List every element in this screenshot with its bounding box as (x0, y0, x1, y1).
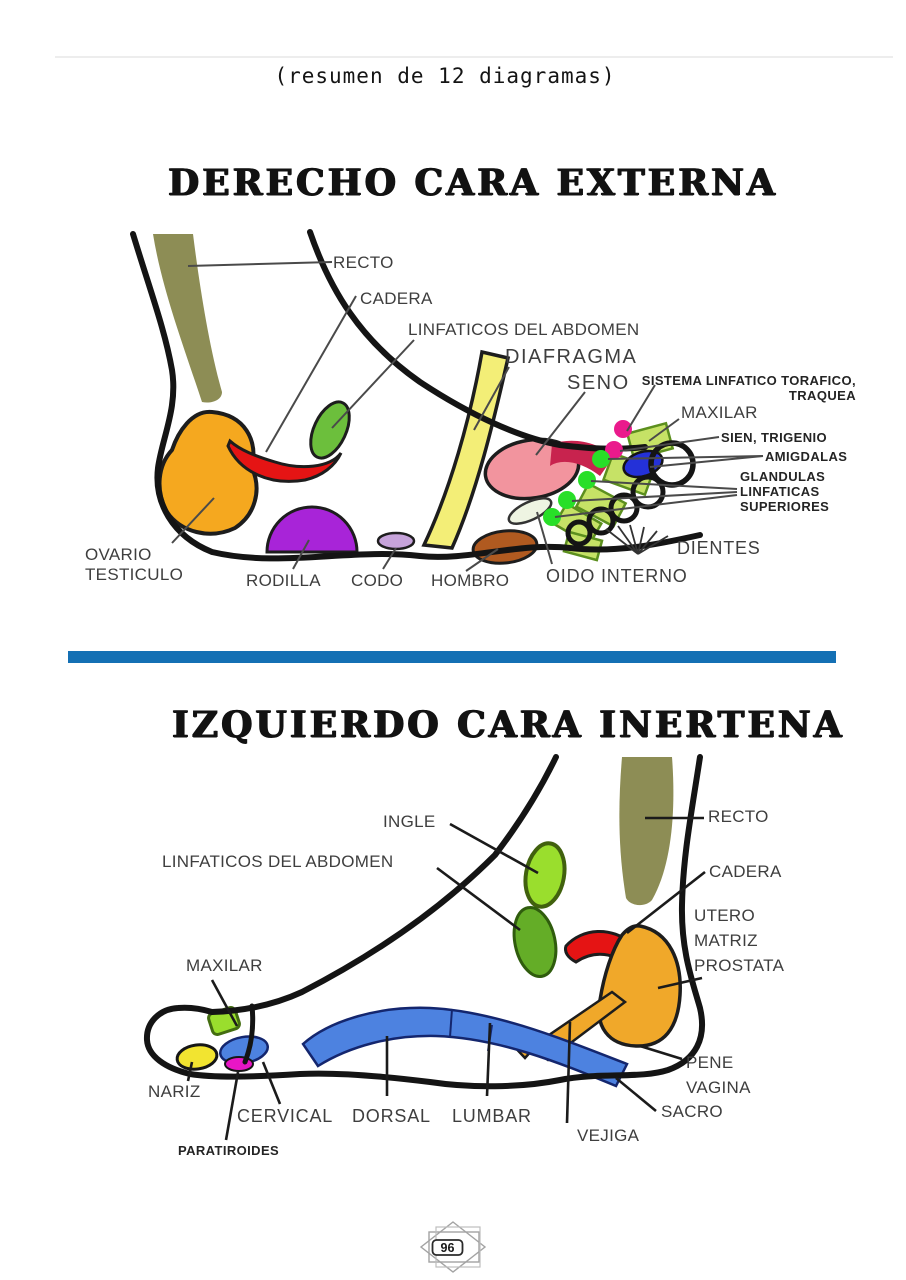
diagram2-leader-lines (186, 816, 706, 1141)
zone-utero-matriz-prostata (597, 924, 682, 1048)
zone-rodilla (265, 505, 359, 554)
label-ovario-testiculo: OVARIO TESTICULO (85, 545, 183, 585)
zone-nariz (175, 1043, 219, 1071)
zone-ovario-testiculo (157, 409, 259, 536)
label-recto2: RECTO (708, 807, 769, 826)
diagram1-leader-lines (171, 261, 764, 572)
zone-oido-interno (507, 497, 553, 525)
zone-recto-leg (153, 234, 222, 403)
foot2-outline-heel (144, 754, 706, 1090)
label-ovario-line2: TESTICULO (85, 565, 184, 584)
dientes-fan (605, 524, 669, 555)
label-recto: RECTO (333, 253, 394, 272)
header-note: (resumen de 12 diagramas) (274, 64, 616, 88)
foot2-outline-instep (209, 754, 559, 1015)
toe-loop (565, 519, 593, 547)
label-cervical: CERVICAL (237, 1106, 334, 1126)
label-codo: CODO (351, 571, 404, 590)
zone-recto-leg2 (619, 757, 674, 906)
label-paratiroides: PARATIROIDES (178, 1143, 280, 1158)
section-divider (68, 651, 836, 663)
label-vejiga: VEJIGA (577, 1126, 640, 1145)
label-diafragma: DIAFRAGMA (505, 346, 638, 368)
label-pene-line1: PENE (686, 1053, 734, 1072)
label-ingle: INGLE (383, 812, 436, 831)
label-linfaticos-abdomen: LINFATICOS DEL ABDOMEN (408, 320, 640, 339)
foot1-outline-heel (130, 231, 703, 562)
diagram2-title: IZQUIERDO CARA INERTENA (172, 704, 845, 746)
foot1-outline-instep (307, 229, 648, 452)
page-number-ornament: 96 (419, 1221, 487, 1273)
label-hombro: HOMBRO (431, 571, 510, 590)
label-sistema-linfatico: SISTEMA LINFATICO TORAFICO, TRAQUEA (606, 373, 856, 403)
zone-paratiroides (224, 1056, 254, 1072)
zone-linfaticos-abdomen (309, 400, 351, 460)
label-utero-line2: MATRIZ (694, 931, 758, 950)
ornament-diamond (419, 1221, 487, 1273)
toe-loop (586, 506, 616, 536)
diagram1-foot (130, 229, 764, 572)
label-rodilla: RODILLA (246, 571, 321, 590)
dot-green (543, 508, 561, 526)
label-sistema-line2: TRAQUEA (788, 388, 856, 404)
zone-codo (376, 531, 416, 551)
label-sien-trigenio: SIEN, TRIGENIO (721, 430, 828, 445)
label-glandulas-line2: LINFATICAS (740, 484, 820, 500)
toe-loop (630, 474, 666, 510)
label-amigdalas: AMIGDALAS (765, 449, 848, 464)
label-dorsal: DORSAL (352, 1106, 431, 1126)
dot-green (592, 450, 610, 468)
dot-magenta (605, 441, 623, 459)
zone-linfaticos-abdomen2 (512, 906, 558, 978)
label-maxilar2: MAXILAR (186, 956, 263, 975)
label-lumbar: LUMBAR (452, 1106, 532, 1126)
label-linfaticos-abdomen2: LINFATICOS DEL ABDOMEN (162, 852, 394, 871)
diagram2-foot (144, 754, 706, 1141)
label-utero-matriz-prostata: UTERO MATRIZ PROSTATA (694, 903, 784, 978)
label-cadera: CADERA (360, 289, 433, 308)
spine-segment-tick (449, 1008, 453, 1038)
label-glandulas-linfaticas: GLANDULAS LINFATICAS SUPERIORES (740, 469, 829, 514)
zone-cadera (226, 438, 343, 483)
dot-green (578, 471, 596, 489)
label-dientes: DIENTES (677, 538, 761, 558)
label-sacro: SACRO (661, 1102, 723, 1121)
dot-magenta (614, 420, 632, 438)
zone-diafragma (421, 349, 511, 550)
label-glandulas-line1: GLANDULAS (740, 469, 826, 484)
label-sistema-line1: SISTEMA LINFATICO TORAFICO, (641, 373, 856, 388)
label-utero-line3: PROSTATA (694, 956, 785, 975)
label-cadera2: CADERA (709, 862, 782, 881)
foot2-toe-separator (242, 1003, 256, 1065)
diagram1-title: DERECHO CARA EXTERNA (168, 162, 778, 204)
label-utero-line1: UTERO (694, 906, 755, 925)
label-maxilar: MAXILAR (681, 403, 758, 422)
zone-ingle (523, 841, 567, 909)
ornament-rect (428, 1231, 480, 1263)
label-pene-vagina: PENE VAGINA (686, 1050, 751, 1100)
page-number: 96 (441, 1241, 455, 1255)
label-seno: SENO (567, 372, 630, 394)
label-ovario-line1: OVARIO (85, 545, 152, 564)
label-oido-interno: OIDO INTERNO (546, 566, 688, 586)
label-pene-line2: VAGINA (686, 1078, 751, 1097)
dot-green (558, 491, 576, 509)
label-nariz: NARIZ (148, 1082, 201, 1101)
page-number-box (431, 1239, 464, 1256)
label-glandulas-line3: SUPERIORES (740, 499, 830, 515)
